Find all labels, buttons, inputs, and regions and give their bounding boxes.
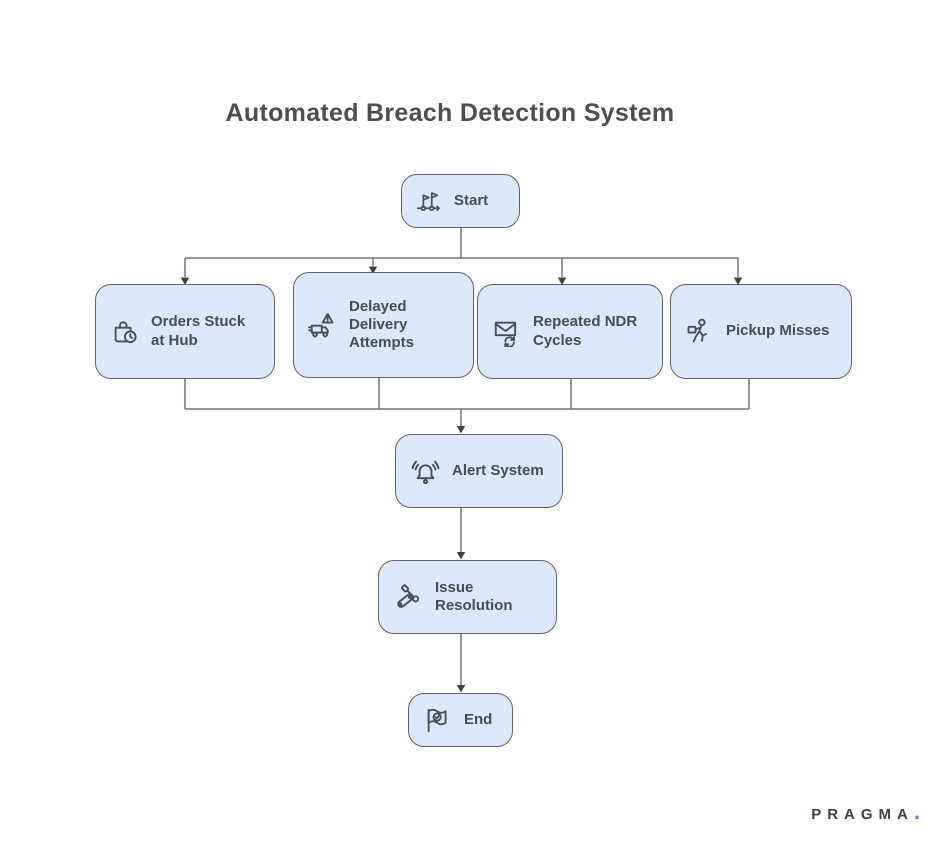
node-label: Delayed Delivery Attempts <box>349 297 415 352</box>
brand-name: PRAGMA <box>811 806 914 823</box>
node-label: Alert System <box>452 461 544 479</box>
node-alert-system: Alert System <box>395 434 563 508</box>
bag-clock-icon <box>110 317 140 347</box>
node-end: End <box>408 693 513 747</box>
diagram-title: Automated Breach Detection System <box>225 99 675 127</box>
brand-logo: PRAGMA. <box>811 799 920 824</box>
node-issue-resolution: Issue Resolution <box>378 560 557 634</box>
person-carrying-box-icon <box>685 317 715 347</box>
ringing-bell-icon <box>410 456 441 487</box>
node-label: End <box>464 710 493 728</box>
truck-warning-icon <box>308 310 338 340</box>
node-label: Repeated NDR Cycles <box>533 313 638 349</box>
node-pickup-misses: Pickup Misses <box>670 284 852 379</box>
node-repeated-ndr-cycles: Repeated NDR Cycles <box>477 284 663 379</box>
node-label: Pickup Misses <box>726 322 830 340</box>
arrowheads <box>180 266 743 693</box>
finish-flag-check-icon <box>423 705 453 735</box>
milestone-flags-icon <box>416 188 443 215</box>
node-delayed-delivery-attempts: Delayed Delivery Attempts <box>293 272 474 378</box>
node-label: Orders Stuck at Hub <box>151 313 246 349</box>
tools-icon <box>393 582 424 613</box>
node-start: Start <box>401 174 520 228</box>
node-label: Start <box>454 191 489 209</box>
node-label: Issue Resolution <box>435 578 513 614</box>
mail-refresh-icon <box>492 317 522 347</box>
node-orders-stuck-at-hub: Orders Stuck at Hub <box>95 284 275 379</box>
